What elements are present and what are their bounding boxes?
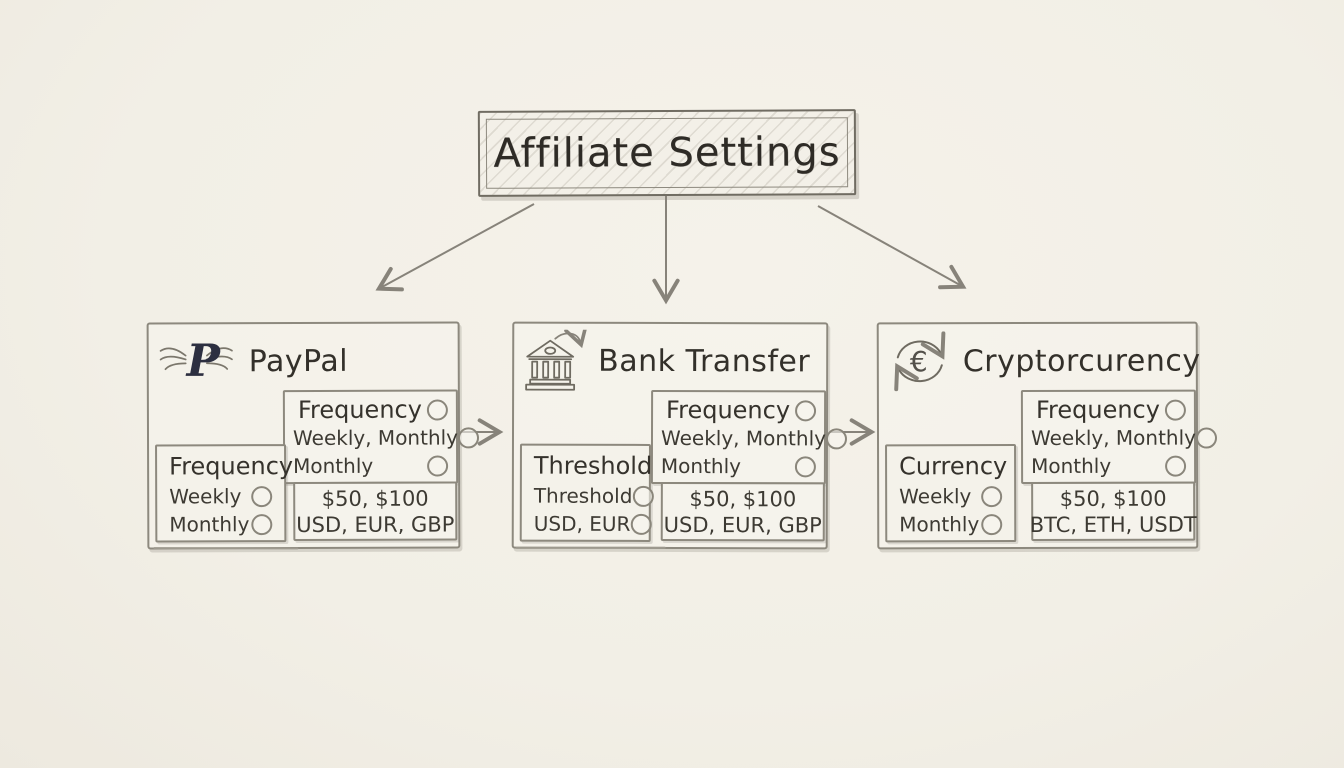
radio-icon[interactable] [981,513,1003,535]
frequency-label: Frequency [666,395,791,425]
weekly-monthly-label: Weekly, Monthly [292,425,459,451]
currencies-value: USD, EUR, GBP [296,511,455,537]
radio-icon[interactable] [427,454,449,477]
radio-icon[interactable] [630,513,652,535]
crypto-exchange-icon: € [887,331,953,392]
svg-text:P: P [185,335,222,387]
monthly-label: Monthly [660,453,742,479]
radio-icon[interactable] [825,427,848,449]
monthly-label: Monthly [169,512,250,537]
crypto-card-header: € Cryptorcurency [887,330,1201,393]
currencies-value: USD, EUR, GBP [663,512,822,537]
page-title: Affiliate Settings [493,129,841,177]
paypal-winged-p-icon: P [157,331,239,391]
crypto-frequency-option-row: Monthly [1031,452,1187,480]
bank-card-title: Bank Transfer [598,343,811,379]
paypal-frequency-option-row: Weekly, Monthly [293,423,480,452]
bank-threshold-panel: Threshold Threshold USD, EUR [519,443,654,542]
bank-building-icon [522,329,588,391]
bank-transfer-card: Bank Transfer Frequency Weekly, Monthly … [511,321,848,550]
bank-frequency-option-row: Weekly, Monthly [661,424,848,452]
coins-value: BTC, ETH, USDT [1029,512,1197,537]
monthly-label: Monthly [1031,453,1112,479]
crypto-frequency-header-row: Frequency [1031,396,1186,424]
bank-frequency-option-row: Monthly [661,452,816,480]
affiliate-settings-title-box: Affiliate Settings [477,109,857,197]
panel-header: Currency [899,452,1008,481]
bank-values-panel: $50, $100 USD, EUR, GBP [660,481,825,542]
amounts-value: $50, $100 [1059,486,1167,511]
bank-card-header: Bank Transfer [522,329,811,393]
paypal-frequency-header-row: Frequency [293,395,448,424]
sketch-stray-line [515,546,666,549]
usd-eur-label: USD, EUR [533,511,631,536]
paypal-card-header: P PayPal [157,330,349,393]
weekly-label: Weekly [899,484,972,509]
crypto-values-panel: $50, $100 BTC, ETH, USDT [1029,481,1197,542]
crypto-frequency-option-row: Weekly, Monthly [1031,424,1218,452]
paypal-frequency-option-row: Monthly [293,451,449,480]
radio-icon[interactable] [426,398,448,421]
monthly-label: Monthly [293,453,374,479]
weekly-monthly-label: Weekly, Monthly [660,425,827,451]
bank-frequency-panel: Frequency Weekly, Monthly Monthly [650,389,848,485]
cryptocurrency-card: € Cryptorcurency Frequency Weekly, Month… [876,321,1218,550]
paypal-card: P PayPal Frequency Weekly, Monthly Month… [146,321,480,550]
radio-icon[interactable] [457,426,480,448]
panel-header: Threshold [533,451,653,480]
weekly-label: Weekly [169,484,242,509]
radio-icon[interactable] [251,513,273,535]
paypal-card-title: PayPal [248,343,349,379]
radio-icon[interactable] [251,485,273,507]
crypto-monthly-row: Monthly [899,510,1003,538]
bank-frequency-header-row: Frequency [661,395,817,425]
radio-icon[interactable] [981,485,1003,507]
radio-icon[interactable] [1164,399,1186,421]
amounts-value: $50, $100 [321,486,429,511]
radio-icon[interactable] [1165,455,1187,477]
panel-header: Frequency [169,452,294,481]
radio-icon[interactable] [794,455,816,477]
monthly-label: Monthly [899,512,980,537]
crypto-weekly-row: Weekly [899,482,1003,510]
frequency-label: Frequency [297,395,422,425]
crypto-frequency-panel: Frequency Weekly, Monthly Monthly [1020,389,1218,485]
paypal-frequency-panel: Frequency Weekly, Monthly Monthly [282,389,480,485]
bank-threshold-row: Threshold [533,482,654,510]
paypal-frequency-options-panel: Frequency Weekly Monthly [155,444,294,543]
sketch-stray-line [153,547,299,550]
arrow-title-to-crypto [817,205,967,290]
radio-icon[interactable] [795,399,817,421]
amounts-value: $50, $100 [689,486,797,511]
weekly-monthly-label: Weekly, Monthly [1030,425,1197,451]
paypal-monthly-row: Monthly [169,510,273,538]
crypto-currency-panel: Currency Weekly Monthly [885,444,1017,543]
threshold-label: Threshold [533,483,633,508]
paypal-weekly-row: Weekly [169,482,273,510]
paypal-values-panel: $50, $100 USD, EUR, GBP [293,481,458,542]
svg-text:€: € [910,345,928,378]
radio-icon[interactable] [1195,427,1218,449]
radio-icon[interactable] [632,485,654,507]
bank-currency-row: USD, EUR [533,510,652,538]
crypto-card-title: Cryptorcurency [962,343,1201,379]
frequency-label: Frequency [1035,395,1160,425]
arrow-title-to-paypal [375,203,535,292]
